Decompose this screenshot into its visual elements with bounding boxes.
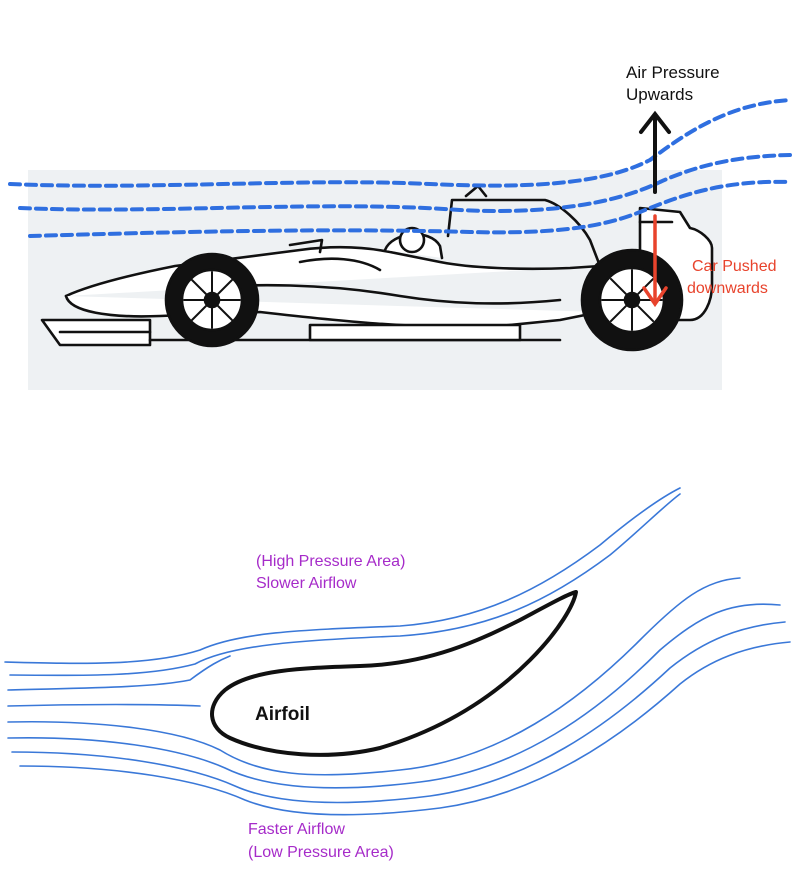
airfoil-shape-icon bbox=[210, 590, 578, 757]
car-pushed-label-line1: Car Pushed bbox=[692, 258, 777, 275]
airflow-line-middle bbox=[18, 153, 792, 213]
low-pressure-label: (Low Pressure Area) bbox=[248, 844, 394, 861]
air-pressure-label-line1: Air Pressure bbox=[626, 63, 720, 82]
airflow-line-bottom bbox=[28, 179, 792, 238]
slower-airflow-label: Slower Airflow bbox=[256, 575, 357, 592]
airfoil-label: Airfoil bbox=[255, 704, 310, 725]
high-pressure-label: (High Pressure Area) bbox=[256, 553, 406, 570]
airflow-line-top bbox=[8, 98, 792, 188]
airfoil-streamlines bbox=[4, 487, 791, 816]
up-arrow-icon bbox=[639, 110, 671, 194]
faster-airflow-label: Faster Airflow bbox=[248, 821, 345, 838]
down-arrow-icon bbox=[642, 214, 668, 308]
car-airflow-streamlines bbox=[8, 98, 792, 238]
car-pushed-label-line2: downwards bbox=[687, 280, 768, 297]
air-pressure-label-line2: Upwards bbox=[626, 85, 694, 104]
